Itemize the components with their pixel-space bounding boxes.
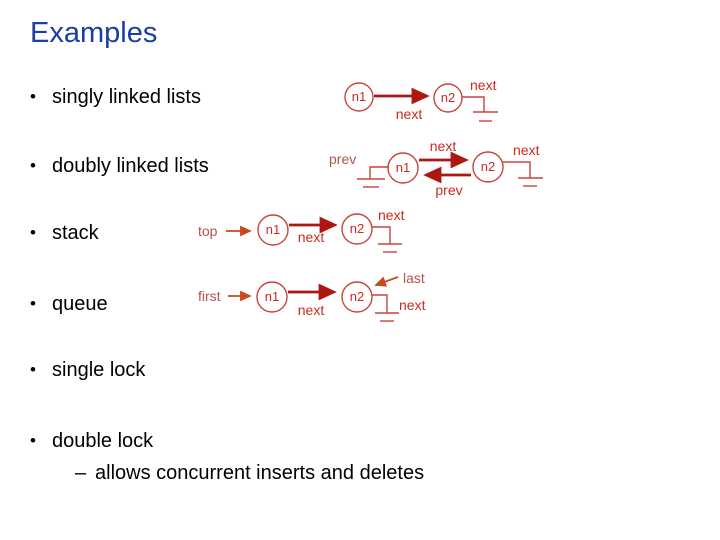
node-circle-n1 <box>257 214 289 246</box>
null-ground-connector <box>503 161 531 178</box>
bullet-marker: • <box>30 360 36 379</box>
bullet-label: double lock <box>52 430 154 452</box>
sub-bullet-concurrent: – allows concurrent inserts and deletes <box>75 461 424 485</box>
bullet-double-lock: • double lock <box>30 429 153 453</box>
bullet-doubly-linked-lists: • doubly linked lists <box>30 154 209 178</box>
edge-label-next: next <box>298 302 325 318</box>
node-circle-n1 <box>387 152 419 184</box>
node-label-n1: n1 <box>265 289 279 304</box>
bullet-marker: • <box>30 156 36 175</box>
bullet-marker: • <box>30 223 36 242</box>
bullet-label: single lock <box>52 359 146 381</box>
node-circle-n1 <box>256 281 288 313</box>
top-pointer-label: top <box>198 223 218 239</box>
node-label-n1: n1 <box>396 160 410 175</box>
null-ground-connector <box>462 96 485 112</box>
node-label-n2: n2 <box>481 159 495 174</box>
bullet-singly-linked-lists: • singly linked lists <box>30 85 201 109</box>
tail-label-next: next <box>399 297 426 313</box>
node-circle-n2 <box>341 281 373 313</box>
edge-label-next: next <box>430 138 457 154</box>
tail-label-next: next <box>378 207 405 223</box>
node-label-n2: n2 <box>441 90 455 105</box>
node-label-n2: n2 <box>350 221 364 236</box>
tail-label-next: next <box>470 77 497 93</box>
diagram-queue: first n1 next n2 last next <box>198 270 426 322</box>
edge-label-next: next <box>298 229 325 245</box>
bullet-label: singly linked lists <box>52 86 201 108</box>
last-pointer-arrow <box>374 276 399 287</box>
bullet-marker: • <box>30 87 36 106</box>
null-ground-connector <box>372 294 388 313</box>
node-circle-n2 <box>472 151 504 183</box>
last-pointer-label: last <box>403 270 425 286</box>
node-label-n1: n1 <box>352 89 366 104</box>
sub-bullet-dash: – <box>75 462 87 484</box>
bullet-marker: • <box>30 431 36 450</box>
bullet-label: stack <box>52 222 99 244</box>
prev-head-label: prev <box>329 151 356 167</box>
first-pointer-label: first <box>198 288 221 304</box>
bullet-label: queue <box>52 293 108 315</box>
edge-label-next: next <box>396 106 423 122</box>
node-circle-n2 <box>433 83 463 113</box>
bullet-stack: • stack <box>30 221 99 245</box>
null-ground-connector <box>369 166 389 179</box>
bullet-marker: • <box>30 294 36 313</box>
bullet-queue: • queue <box>30 292 108 316</box>
sub-bullet-label: allows concurrent inserts and deletes <box>95 462 425 484</box>
diagram-doubly-linked-list: prev n1 next prev n2 next <box>329 138 543 198</box>
node-label-n1: n1 <box>266 222 280 237</box>
bullet-label: doubly linked lists <box>52 155 209 177</box>
page-title: Examples <box>30 17 158 49</box>
node-circle-n1 <box>344 82 374 112</box>
tail-label-next: next <box>513 142 540 158</box>
edge-label-prev: prev <box>435 182 462 198</box>
bullet-single-lock: • single lock <box>30 358 145 382</box>
null-ground-connector <box>372 226 391 244</box>
diagram-stack: top n1 next n2 next <box>198 207 405 253</box>
diagram-singly-linked-list: n1 next n2 next <box>344 77 498 122</box>
node-label-n2: n2 <box>350 289 364 304</box>
node-circle-n2 <box>341 213 373 245</box>
